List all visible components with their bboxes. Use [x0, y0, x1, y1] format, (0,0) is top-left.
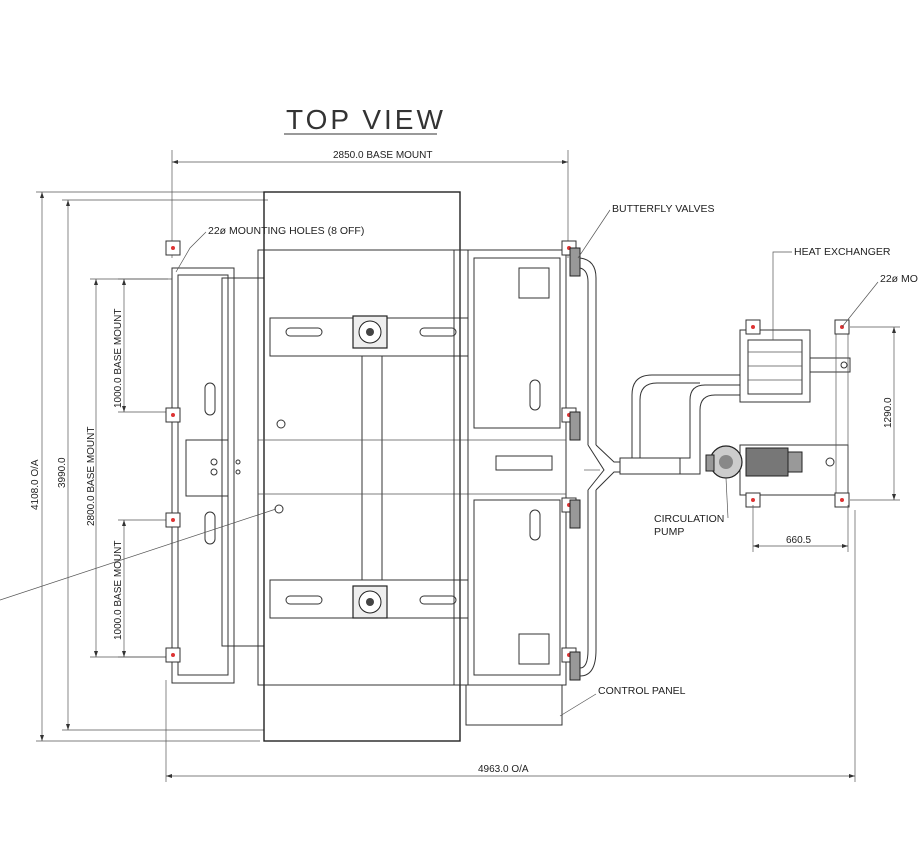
dim-overall-width: 4108.0 O/A: [30, 191, 272, 742]
dim-label-1290: 1290.0: [883, 397, 894, 428]
circulation-pump: [705, 445, 803, 479]
dim-width-3990: 3990.0: [57, 199, 268, 731]
dim-base-mount-1000-upper: 1000.0 BASE MOUNT: [113, 278, 168, 413]
leader-line-left: [0, 508, 277, 601]
mounting-holes-label: 22ø MOUNTING HOLES (8 OFF): [208, 225, 364, 237]
dim-pump-660: 660.5: [752, 505, 849, 552]
dim-label-3990: 3990.0: [57, 457, 68, 488]
mounting-pads-right: [561, 240, 577, 663]
pipework: [579, 257, 740, 677]
control-panel-label: CONTROL PANEL: [598, 685, 686, 697]
callout-control-panel: CONTROL PANEL: [559, 685, 686, 717]
dim-label-4108: 4108.0 O/A: [30, 459, 41, 510]
dim-label-660: 660.5: [786, 535, 811, 546]
heat-exchanger: [739, 329, 851, 403]
left-frame: [171, 267, 265, 684]
circulation-pump-label-line1: CIRCULATION: [654, 513, 724, 525]
heat-exchanger-label: HEAT EXCHANGER: [794, 246, 891, 258]
callout-butterfly-valves: BUTTERFLY VALVES: [577, 203, 715, 259]
dim-label-1000-upper: 1000.0 BASE MOUNT: [113, 309, 124, 408]
mounting-holes-partial-label: 22ø MO: [880, 273, 918, 285]
right-module: [465, 249, 567, 726]
motor-top: [352, 315, 388, 349]
dim-label-4963: 4963.0 O/A: [478, 764, 529, 775]
motor-bottom: [352, 585, 388, 619]
circulation-pump-label-line2: PUMP: [654, 526, 684, 538]
dim-overall-length: 4963.0 O/A: [165, 510, 856, 782]
butterfly-valves: [569, 247, 581, 681]
main-body: [257, 191, 469, 742]
dim-base-mount-2800: 2800.0 BASE MOUNT: [86, 278, 172, 658]
dim-he-1290: 1290.0: [850, 326, 900, 501]
callout-mounting-holes-partial: 22ø MO: [841, 273, 918, 328]
mounting-pads-left: [165, 240, 181, 663]
butterfly-valves-label: BUTTERFLY VALVES: [612, 203, 715, 215]
callout-circulation-pump: CIRCULATION PUMP: [654, 477, 729, 538]
callout-heat-exchanger: HEAT EXCHANGER: [772, 246, 891, 340]
dim-base-mount-1000-lower: 1000.0 BASE MOUNT: [113, 519, 168, 658]
dim-label-1000-lower: 1000.0 BASE MOUNT: [113, 541, 124, 640]
dim-label-2850: 2850.0 BASE MOUNT: [333, 150, 432, 161]
dim-label-2800: 2800.0 BASE MOUNT: [86, 427, 97, 526]
drawing-title: TOP VIEW: [286, 104, 446, 135]
dim-base-mount-width: 2850.0 BASE MOUNT: [171, 150, 569, 258]
pump-skid: [739, 319, 850, 508]
callout-mounting-holes: 22ø MOUNTING HOLES (8 OFF): [175, 225, 364, 273]
